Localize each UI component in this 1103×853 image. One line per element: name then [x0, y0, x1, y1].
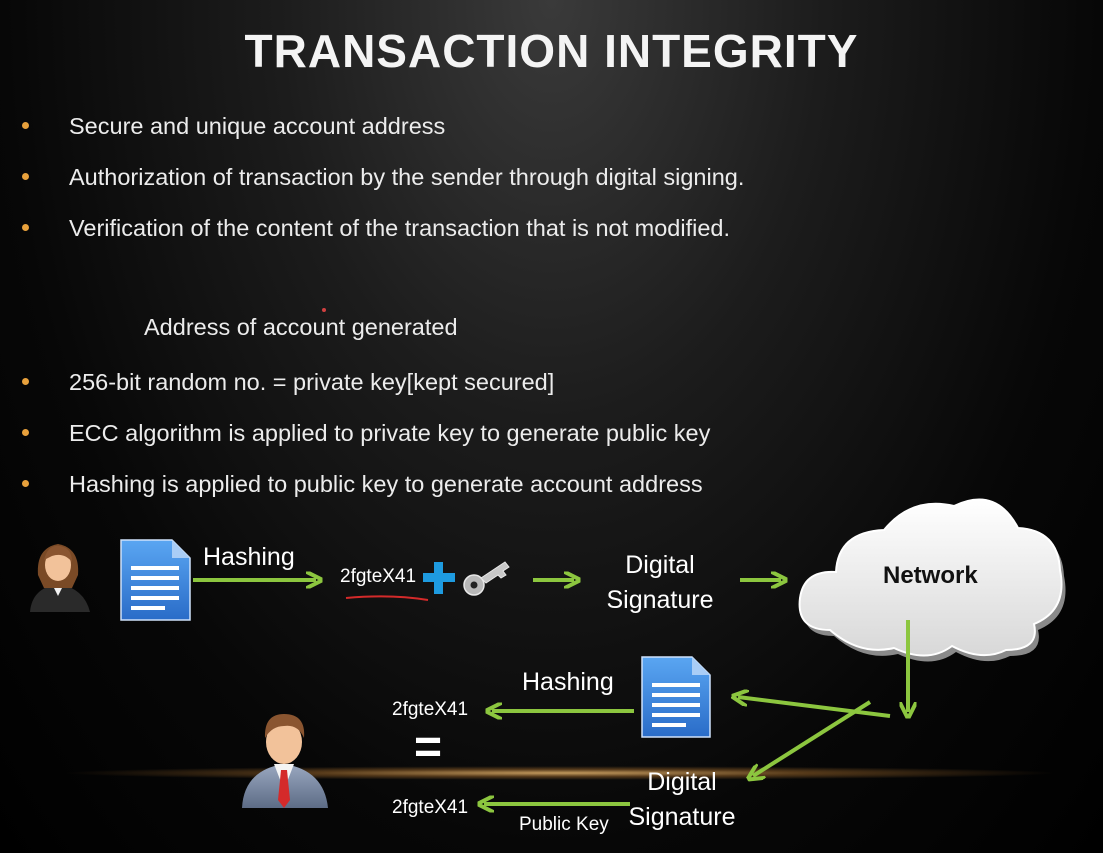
bullet-list-bottom: 256-bit random no. = private key[kept se… [22, 368, 710, 521]
to-signature-arrow [753, 700, 872, 776]
bullet-item: Secure and unique account address [22, 112, 744, 163]
to-document-arrow [738, 697, 891, 718]
bullet-item: Authorization of transaction by the send… [22, 163, 744, 214]
received-document-icon [641, 656, 711, 738]
document-icon [120, 539, 191, 621]
equals-sign: = [414, 721, 443, 774]
bullet-text: Hashing is applied to public key to gene… [69, 471, 703, 497]
bullet-item: ECC algorithm is applied to private key … [22, 419, 710, 470]
slide-title: TRANSACTION INTEGRITY [244, 25, 859, 77]
bullet-item: Verification of the content of the trans… [22, 214, 744, 265]
bullet-dot [22, 173, 29, 180]
bullet-text: 256-bit random no. = private key[kept se… [69, 369, 555, 395]
hashing-label-top: Hashing [203, 543, 295, 571]
bullet-dot [22, 224, 29, 231]
hashing-label-bottom: Hashing [522, 668, 614, 696]
hash-value-top: 2fgteX41 [340, 566, 417, 587]
plus-icon [423, 562, 455, 594]
network-cloud-icon [798, 498, 1066, 662]
bullet-dot [22, 378, 29, 385]
bullet-list-top: Secure and unique account address Author… [22, 112, 744, 265]
network-label: Network [883, 562, 978, 589]
hash-value-decrypted: 2fgteX41 [392, 797, 469, 818]
sender-woman-icon [30, 544, 90, 612]
digital-signature-label-bottom: Digital Signature [628, 768, 736, 831]
pointer-dot [322, 308, 326, 312]
bullet-dot [22, 480, 29, 487]
bullet-item: 256-bit random no. = private key[kept se… [22, 368, 710, 419]
bullet-dot [22, 122, 29, 129]
hash-value-computed: 2fgteX41 [392, 699, 469, 720]
bullet-text: Verification of the content of the trans… [69, 215, 731, 241]
public-key-label: Public Key [519, 814, 609, 835]
bullet-text: Authorization of transaction by the send… [69, 164, 745, 190]
bullet-text: Secure and unique account address [69, 113, 446, 139]
digital-signature-label-top: Digital Signature [606, 551, 714, 614]
key-icon [463, 561, 510, 596]
bullet-dot [22, 429, 29, 436]
bullet-item: Hashing is applied to public key to gene… [22, 470, 710, 521]
subheading: Address of account generated [144, 314, 458, 340]
red-underline [345, 595, 429, 601]
receiver-man-icon [242, 714, 328, 808]
bullet-text: ECC algorithm is applied to private key … [69, 420, 711, 446]
